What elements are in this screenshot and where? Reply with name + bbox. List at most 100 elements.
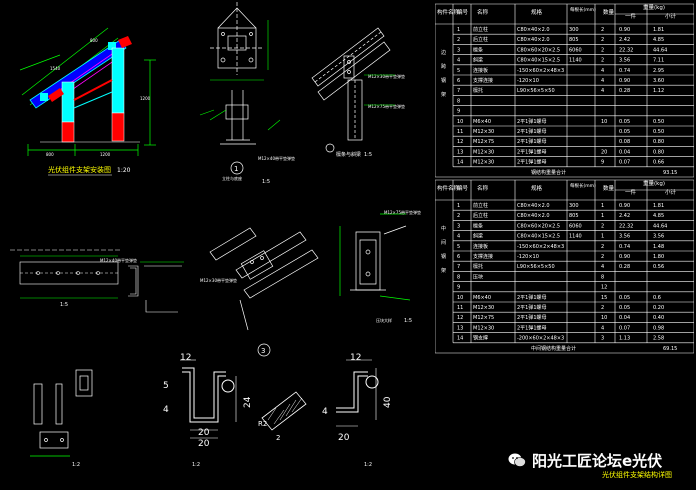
- view-2-purlin-beam: [311, 27, 391, 153]
- table-cell: 15: [601, 295, 607, 301]
- table-cell: 2.95: [653, 68, 664, 74]
- svg-text:1200: 1200: [100, 152, 111, 157]
- table-cell: 4: [601, 68, 604, 74]
- dim-4-a: 4: [163, 405, 169, 415]
- table-cell: 连接板: [473, 243, 488, 250]
- hdr2-single: 一件: [625, 188, 637, 196]
- table-cell: M12×75: [473, 315, 494, 321]
- watermark-title: 阳光工匠论坛e光伏: [532, 452, 663, 470]
- view-2-label: 檩条与斜梁: [336, 151, 361, 158]
- group-total-value: 69.15: [663, 346, 677, 352]
- table-cell: C80×60×20×2.5: [517, 223, 560, 229]
- group-label-char: 钢: [441, 77, 446, 84]
- hatched-section: R2 2: [258, 391, 307, 442]
- table-cell: 0.05: [619, 295, 630, 301]
- table-cell: 0.04: [619, 315, 630, 321]
- table-cell: 805: [569, 213, 579, 219]
- watermark-subtitle: 光伏组件支架结构详图: [602, 471, 672, 479]
- table-cell: 0.05: [619, 129, 630, 135]
- main-view-scale: 1:20: [117, 167, 131, 174]
- table-cell: 22.32: [619, 47, 633, 53]
- hdr-no: 编号: [457, 8, 469, 16]
- table-cell: 9: [457, 109, 460, 115]
- table-cell: C80×40×2.0: [517, 203, 550, 209]
- table-cell: 支撑连接: [473, 253, 493, 260]
- table-cell: 44.64: [653, 223, 667, 229]
- table-cell: 3: [457, 47, 460, 53]
- hdr2-length: 每根长(mm): [570, 182, 596, 189]
- group-label-char: 中: [441, 225, 446, 232]
- table-cell: 0.28: [619, 264, 630, 270]
- table-cell: M6×40: [473, 119, 491, 125]
- view-4-scale: 1:5: [404, 318, 412, 324]
- view-2-scale: 1:5: [364, 152, 372, 158]
- table-cell: 3.56: [619, 234, 630, 240]
- table-cell: 11: [457, 129, 463, 135]
- table-cell: C80×40×2.0: [517, 37, 550, 43]
- table-cell: -150×60×2×48×3: [517, 68, 564, 74]
- table-cell: M12×30: [473, 149, 494, 155]
- table-cell: 7.11: [653, 58, 664, 64]
- table-cell: 1.12: [653, 88, 664, 94]
- hdr2-name: 构件名称: [437, 184, 460, 192]
- table-cell: 0.20: [653, 305, 664, 311]
- svg-text:1200: 1200: [140, 96, 151, 101]
- hdr-qty: 数量: [603, 8, 615, 16]
- table-cell: 3: [457, 223, 460, 229]
- dim-40: 40: [383, 396, 393, 408]
- view-1-scale: 1:5: [262, 179, 270, 185]
- table-cell: 2: [601, 305, 604, 311]
- table-cell: 22.32: [619, 223, 633, 229]
- dim-20-c: 20: [338, 433, 350, 443]
- table-cell: 2平1弹1螺母: [517, 148, 547, 155]
- table-cell: 0.50: [653, 129, 664, 135]
- table-cell: 10: [601, 315, 607, 321]
- table-cell: 檩条: [473, 46, 483, 53]
- table-cell: 前立柱: [473, 202, 488, 209]
- hdr2-weight: 重量(kg): [643, 179, 665, 187]
- dim-20-b: 20: [198, 439, 210, 449]
- table-cell: -200×60×2×48×3: [517, 336, 564, 342]
- table-cell: 6060: [569, 223, 582, 229]
- table-cell: 后立柱: [473, 36, 488, 43]
- table-cell: 3: [601, 336, 604, 342]
- table-cell: 连接板: [473, 67, 488, 74]
- table-cell: 钢支撑: [473, 335, 488, 342]
- table-cell: 14: [457, 160, 463, 166]
- hdr2-no: 编号: [457, 184, 469, 192]
- table-cell: 6: [457, 254, 460, 260]
- table-cell: 3.60: [653, 78, 664, 84]
- dim-12-a: 12: [180, 353, 191, 363]
- dim-2: 2: [276, 434, 280, 442]
- table-cell: 8: [601, 274, 604, 280]
- table-cell: 3.56: [619, 58, 630, 64]
- table-cell: 后立柱: [473, 212, 488, 219]
- hdr-length: 每根长(mm): [570, 6, 596, 13]
- hdr-total: 小计: [665, 12, 677, 20]
- section-bracket: [140, 261, 184, 313]
- table-cell: 4: [457, 58, 460, 64]
- table-cell: 2: [457, 213, 460, 219]
- table-cell: 1: [457, 27, 460, 33]
- hdr2-spec: 规格: [531, 184, 543, 192]
- dim-4-b: 4: [322, 407, 328, 417]
- table-cell: 0.90: [619, 203, 630, 209]
- table-cell: 4: [601, 325, 604, 331]
- table-cell: 9: [457, 285, 460, 291]
- dim-r2: R2: [258, 420, 267, 428]
- table-cell: 0.07: [619, 325, 630, 331]
- table-cell: M6×40: [473, 295, 491, 301]
- table-cell: 2: [601, 47, 604, 53]
- table-cell: 0.6: [653, 295, 661, 301]
- table-cell: 805: [569, 37, 579, 43]
- table-cell: 4.85: [653, 213, 664, 219]
- table-cell: 支撑连接: [473, 77, 493, 84]
- table-cell: 6: [457, 78, 460, 84]
- watermark: 阳光工匠论坛e光伏 光伏组件支架结构详图: [508, 448, 694, 488]
- dim-20-a: 20: [198, 428, 210, 438]
- view-1-column-base: [209, 2, 264, 175]
- table-cell: C80×40×2.0: [517, 213, 550, 219]
- table-cell: M12×30: [473, 325, 494, 331]
- view-4-label: 压块大样: [376, 317, 392, 323]
